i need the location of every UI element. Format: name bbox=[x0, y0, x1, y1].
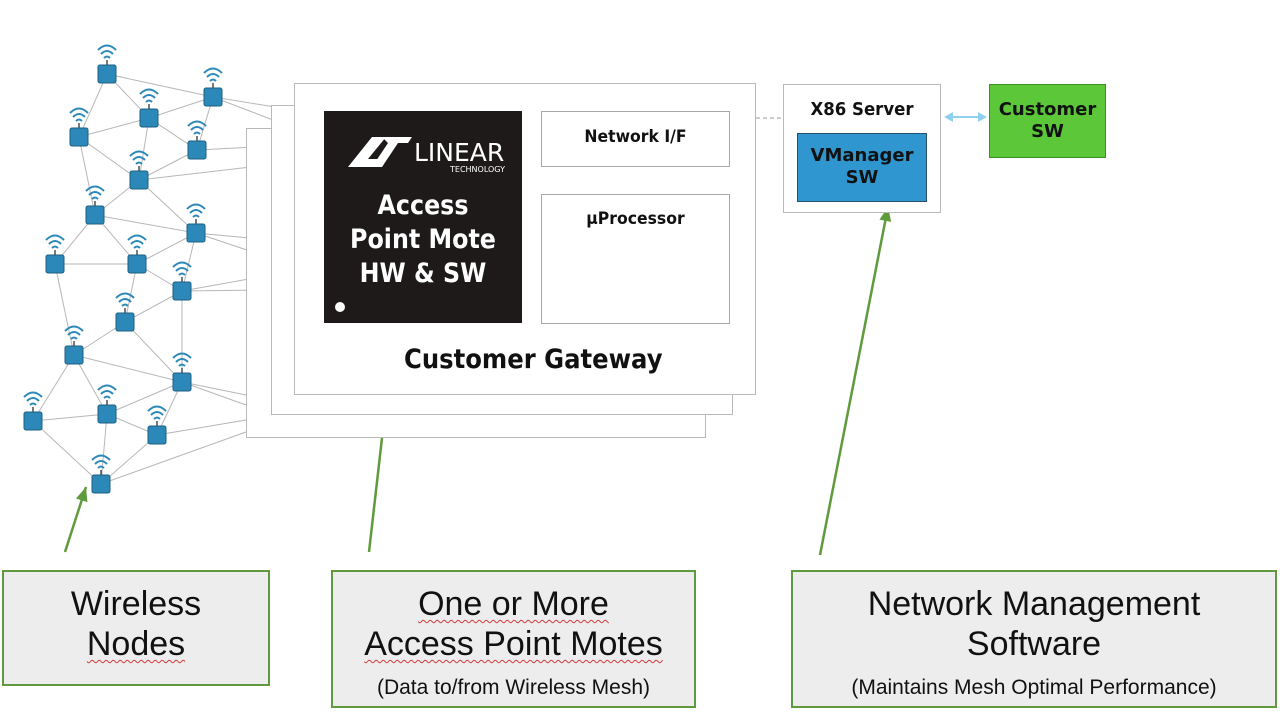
server-title: X86 Server bbox=[810, 99, 914, 120]
mesh-link bbox=[138, 149, 198, 181]
mesh-link bbox=[78, 136, 96, 216]
processor-label: µProcessor bbox=[586, 209, 685, 229]
wireless-node-icon bbox=[139, 88, 159, 128]
callout-wireless-line1: Wireless bbox=[70, 585, 202, 623]
mesh-link bbox=[78, 73, 108, 138]
wireless-node-icon bbox=[115, 292, 135, 332]
wireless-node-icon bbox=[147, 405, 167, 445]
mesh-link bbox=[73, 354, 183, 383]
mesh-link bbox=[136, 232, 197, 265]
gateway-link bbox=[156, 419, 247, 436]
callout-apm-line1: One or More bbox=[418, 585, 609, 623]
logo-subtext: TECHNOLOGY bbox=[449, 165, 505, 174]
callout-apm-line2: Access Point Motes bbox=[364, 625, 663, 663]
callout-nms-sub: (Maintains Mesh Optimal Performance) bbox=[851, 676, 1217, 699]
callout-wireless-line2: Nodes bbox=[86, 625, 186, 663]
arrow-head-left bbox=[944, 112, 953, 122]
mesh-link bbox=[138, 117, 150, 181]
wireless-node-icon bbox=[85, 185, 105, 225]
mesh-link bbox=[54, 263, 75, 356]
wireless-node-icon bbox=[97, 384, 117, 424]
gateway-title: Customer Gateway bbox=[404, 344, 663, 375]
callout-access-point-motes: One or More Access Point Motes (Data to/… bbox=[331, 570, 696, 708]
callout-network-management: Network Management Software (Maintains M… bbox=[791, 570, 1277, 708]
mesh-link bbox=[124, 263, 138, 323]
mesh-link bbox=[124, 321, 183, 383]
mesh-link bbox=[32, 420, 102, 485]
mesh-link bbox=[32, 413, 108, 422]
logo-text: LINEAR bbox=[414, 138, 504, 167]
callout-apm-sub: (Data to/from Wireless Mesh) bbox=[376, 676, 651, 699]
wireless-node-icon bbox=[172, 261, 192, 301]
wireless-node-icon bbox=[187, 120, 207, 160]
callout-wireless-nodes: Wireless Nodes bbox=[2, 570, 270, 686]
mesh-link bbox=[106, 381, 183, 415]
mesh-link bbox=[148, 96, 214, 119]
wireless-node-icon bbox=[129, 150, 149, 190]
mesh-link bbox=[94, 214, 197, 234]
wireless-node-icon bbox=[45, 234, 65, 274]
mesh-link bbox=[106, 73, 214, 98]
mesh-link bbox=[138, 179, 197, 234]
wireless-node-icon bbox=[97, 44, 117, 84]
arrow-head-right bbox=[978, 112, 987, 122]
x86-server-box: X86 Server VManager SW bbox=[783, 84, 941, 213]
wireless-node-icon bbox=[203, 67, 223, 107]
wireless-node-icon bbox=[172, 352, 192, 392]
mesh-link bbox=[78, 136, 140, 181]
wireless-node-icon bbox=[91, 454, 111, 494]
arrow-to-vmanager bbox=[818, 206, 890, 556]
callout-nms-line2: Software bbox=[966, 625, 1102, 663]
processor-box: µProcessor bbox=[541, 194, 730, 324]
network-interface-box: Network I/F bbox=[541, 111, 730, 167]
gateway-link bbox=[181, 381, 247, 406]
arrow-to-wireless-nodes-head bbox=[75, 487, 88, 503]
gateway-link bbox=[100, 431, 247, 485]
vmanager-box: VManager SW bbox=[797, 133, 927, 202]
callout-nms-line1: Network Management bbox=[867, 585, 1201, 623]
wireless-node-icon bbox=[23, 391, 43, 431]
mesh-link bbox=[73, 354, 108, 415]
wireless-node-icon bbox=[64, 325, 84, 365]
wireless-node-icon bbox=[186, 203, 206, 243]
mesh-link bbox=[32, 354, 75, 422]
gateway-link bbox=[181, 381, 247, 396]
linear-technology-logo: LINEAR TECHNOLOGY bbox=[348, 137, 505, 174]
mesh-link bbox=[100, 434, 158, 485]
mesh-link bbox=[100, 413, 108, 485]
access-point-mote-chip: LINEAR TECHNOLOGY Access Point Mote HW &… bbox=[324, 111, 522, 323]
network-interface-label: Network I/F bbox=[584, 127, 687, 147]
gateway-box: LINEAR TECHNOLOGY Access Point Mote HW &… bbox=[294, 83, 756, 395]
mesh-link bbox=[181, 232, 197, 292]
wireless-node-icon bbox=[127, 234, 147, 274]
wireless-node-icon bbox=[69, 107, 89, 147]
mesh-link bbox=[78, 117, 150, 138]
chip-pin1-dot bbox=[335, 302, 345, 312]
customer-sw-box: Customer SW bbox=[989, 84, 1106, 158]
chip-label: Access Point Mote HW & SW bbox=[350, 190, 496, 289]
